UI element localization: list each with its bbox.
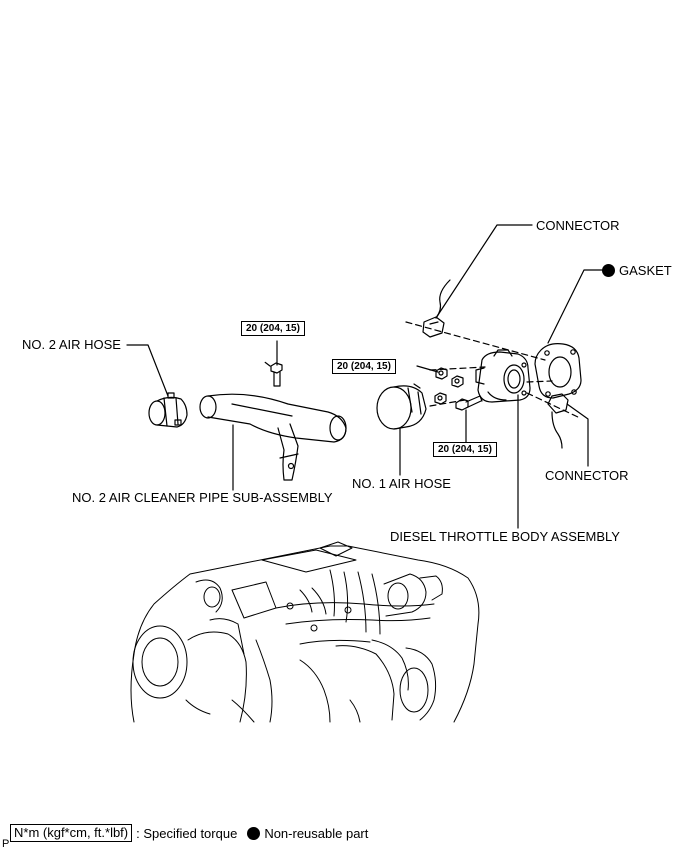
- no2-air-hose-part: [148, 392, 188, 428]
- no1-air-hose-part: [376, 383, 427, 430]
- label-no2-pipe: NO. 2 AIR CLEANER PIPE SUB-ASSEMBLY: [72, 490, 333, 505]
- legend-non-reusable: Non-reusable part: [264, 825, 369, 841]
- bolt-throttle: [455, 395, 483, 411]
- leader-torque-mid: [416, 365, 439, 373]
- legend-non-reusable-dot-icon: [247, 826, 261, 840]
- bolt-pipe: [270, 362, 283, 387]
- nut-middle: [451, 375, 464, 388]
- legend-specified-torque: : Specified torque: [136, 825, 238, 841]
- label-connector-top: CONNECTOR: [536, 218, 620, 233]
- page-mark: P: [2, 838, 10, 850]
- connector-top-part: [422, 279, 451, 338]
- label-gasket-text: GASKET: [619, 263, 672, 278]
- legend-torque-unit: N*m (kgf*cm, ft.*lbf): [10, 824, 133, 842]
- torque-box-top: 20 (204, 15): [241, 321, 305, 336]
- no2-pipe-part: [199, 393, 347, 481]
- throttle-body-part: [475, 349, 531, 403]
- label-throttle-body: DIESEL THROTTLE BODY ASSEMBLY: [390, 529, 620, 544]
- label-gasket: GASKET: [602, 263, 672, 278]
- torque-box-mid: 20 (204, 15): [332, 359, 396, 374]
- torque-box-low: 20 (204, 15): [433, 442, 497, 457]
- label-no2-air-hose: NO. 2 AIR HOSE: [22, 337, 121, 352]
- nut-lower: [434, 392, 447, 405]
- leader-no2-air-hose: [126, 344, 169, 397]
- engine-illustration: [130, 541, 480, 723]
- non-reusable-dot-icon: [602, 264, 615, 277]
- assembly-dash-lines: [261, 321, 581, 419]
- leader-gasket: [547, 269, 603, 344]
- label-connector-right: CONNECTOR: [545, 468, 629, 483]
- leader-connector-top: [435, 224, 533, 319]
- leader-connector-right: [566, 403, 589, 467]
- label-no1-air-hose: NO. 1 AIR HOSE: [352, 476, 451, 491]
- legend: N*m (kgf*cm, ft.*lbf) : Specified torque…: [10, 824, 368, 842]
- connector-right-part: [547, 393, 569, 449]
- gasket-part: [534, 343, 582, 399]
- nut-upper: [435, 367, 448, 380]
